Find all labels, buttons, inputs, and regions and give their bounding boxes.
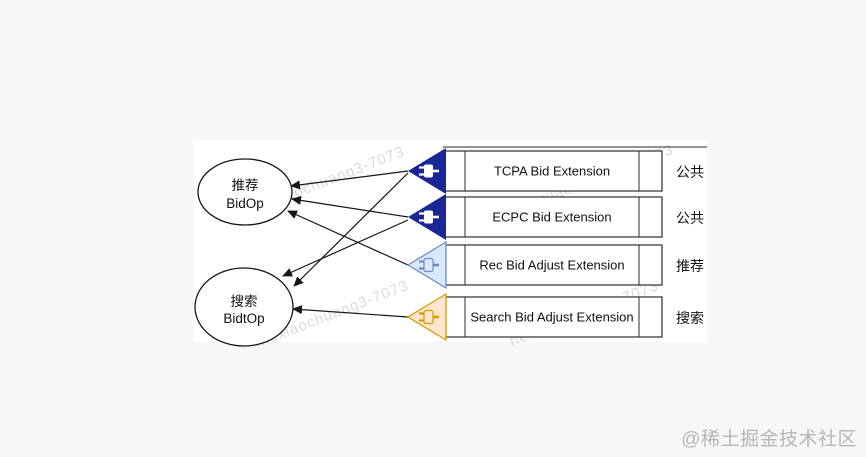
- extension-title: TCPA Bid Extension: [494, 164, 610, 179]
- extension-row-tcpa: TCPA Bid Extension 公共: [408, 148, 704, 194]
- extension-box: [442, 150, 663, 192]
- extension-box: [442, 244, 663, 286]
- extension-scope-label: 搜索: [676, 310, 704, 326]
- extension-scope-label: 推荐: [676, 258, 704, 274]
- extension-title: Rec Bid Adjust Extension: [479, 258, 624, 273]
- extension-scope-label: 公共: [676, 210, 704, 226]
- edge-tcpa-to-rec-bidop: [290, 170, 409, 190]
- plug-icon: [419, 164, 439, 178]
- edge-tcpa-to-search-bidtop: [293, 172, 409, 287]
- plug-icon: [419, 210, 439, 224]
- edge-search-to-search-bidtop: [292, 305, 409, 318]
- site-watermark: @稀土掘金技术社区: [681, 429, 857, 450]
- node-rec-bidop-label-zh: 推荐: [232, 178, 259, 193]
- node-search-bidtop-label-en: BidtOp: [223, 311, 264, 326]
- node-rec-bidop-shape: [197, 158, 293, 226]
- plug-icon: [419, 257, 439, 273]
- plug-icon: [419, 309, 439, 325]
- edge-rec-to-rec-bidop: [287, 210, 409, 266]
- extension-row-search: Search Bid Adjust Extension 搜索: [406, 292, 704, 342]
- edge-ecpc-to-rec-bidop: [291, 195, 409, 218]
- extension-row-ecpc: ECPC Bid Extension 公共: [408, 194, 704, 240]
- node-search-bidtop: 搜索 BidtOp: [194, 267, 294, 347]
- edge-ecpc-to-search-bidtop: [282, 219, 409, 277]
- node-rec-bidop: 推荐 BidOp: [197, 158, 293, 226]
- node-rec-bidop-label-en: BidOp: [226, 196, 264, 211]
- extension-scope-label: 公共: [676, 164, 704, 180]
- node-search-bidtop-shape: [194, 267, 294, 347]
- extension-box: [442, 296, 663, 338]
- extension-title: ECPC Bid Extension: [492, 210, 611, 225]
- extension-row-rec: Rec Bid Adjust Extension 推荐: [406, 240, 704, 290]
- edges: [282, 170, 409, 318]
- extension-box: [442, 196, 663, 238]
- extension-title: Search Bid Adjust Extension: [470, 310, 633, 325]
- node-search-bidtop-label-zh: 搜索: [231, 294, 258, 309]
